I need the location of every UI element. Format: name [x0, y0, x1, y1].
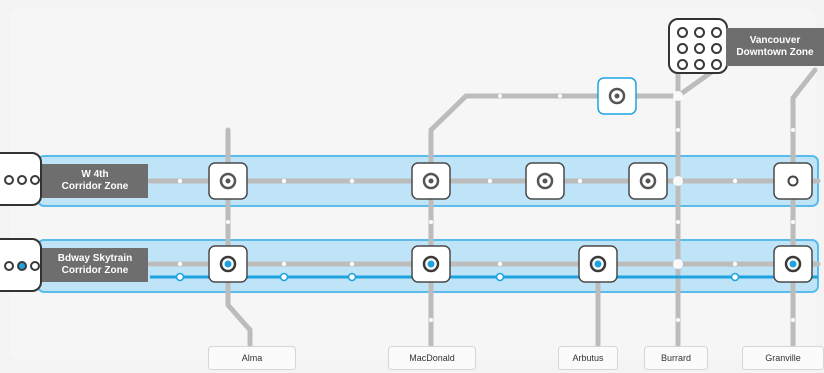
- station-icon[interactable]: [208, 162, 248, 200]
- station-icon[interactable]: [208, 245, 248, 283]
- w4th-stations[interactable]: [208, 162, 813, 200]
- downtown-stops-icon[interactable]: [668, 18, 728, 74]
- bdway-stations[interactable]: [208, 245, 813, 283]
- skytrain-minor-stops: [175, 272, 740, 282]
- junction-glows: [673, 91, 683, 269]
- station-icon[interactable]: [525, 162, 565, 200]
- station-icon[interactable]: [773, 245, 813, 283]
- stop-label-granville[interactable]: Granville: [742, 346, 824, 370]
- stop-label-burrard[interactable]: Burrard: [644, 346, 708, 370]
- stop-label-alma[interactable]: Alma: [208, 346, 296, 370]
- macdonald-route-line: [428, 93, 679, 348]
- connector-dots: [177, 94, 795, 322]
- station-icon[interactable]: [773, 162, 813, 200]
- station-icon[interactable]: [411, 162, 451, 200]
- alma-route-line: [225, 127, 253, 348]
- stop-label-macdonald[interactable]: MacDonald: [388, 346, 476, 370]
- downtown-zone-label: Vancouver Downtown Zone: [726, 28, 824, 66]
- station-icon[interactable]: [628, 162, 668, 200]
- train-stop-icon[interactable]: [0, 238, 42, 292]
- station-icon[interactable]: [597, 77, 637, 115]
- w4th-zone-label: W 4th Corridor Zone: [42, 164, 148, 198]
- bus-stop-icon[interactable]: [0, 152, 42, 206]
- station-icon[interactable]: [578, 245, 618, 283]
- bdway-zone-label: Bdway Skytrain Corridor Zone: [42, 248, 148, 282]
- station-icon[interactable]: [411, 245, 451, 283]
- stop-label-arbutus[interactable]: Arbutus: [558, 346, 618, 370]
